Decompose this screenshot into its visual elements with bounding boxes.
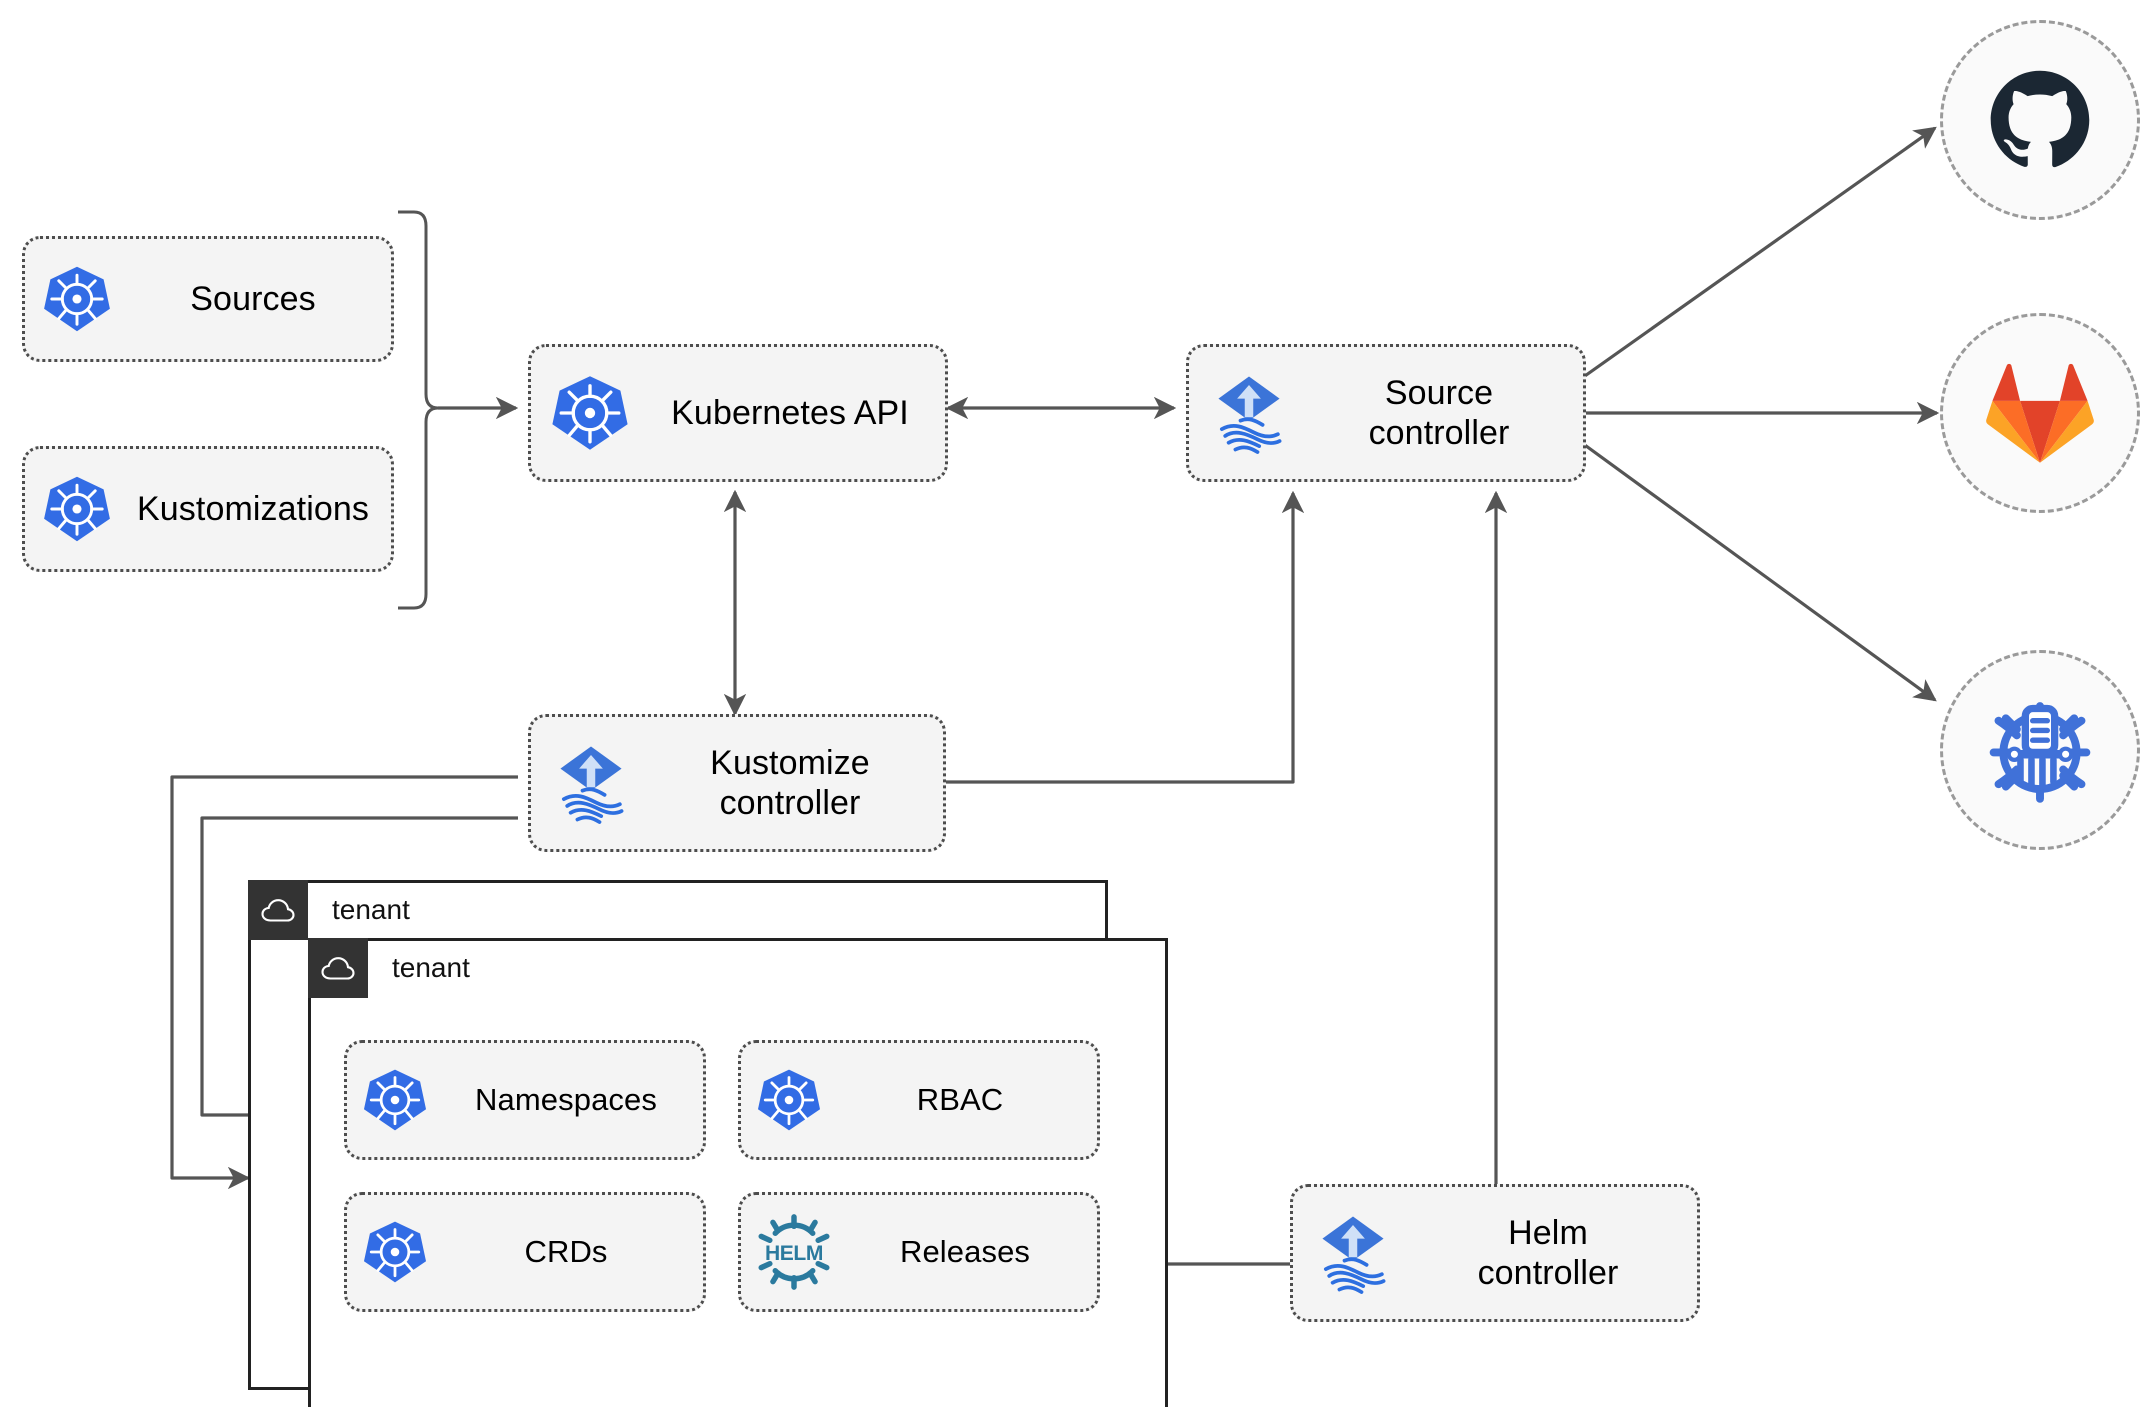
- repo-circle-gitlab[interactable]: [1940, 313, 2140, 513]
- flux-icon: [1189, 368, 1309, 458]
- node-label-line2: controller: [1477, 1254, 1619, 1292]
- kubernetes-icon: [531, 373, 649, 453]
- tenant-header: tenant: [248, 880, 410, 940]
- node-kustomizations[interactable]: Kustomizations: [22, 446, 394, 572]
- node-label-line2: controller: [719, 784, 861, 822]
- group-brace: [398, 210, 440, 610]
- github-icon: [1990, 70, 2090, 168]
- repo-circle-helm-repository[interactable]: [1940, 650, 2140, 850]
- cloud-icon: [308, 938, 368, 998]
- edge-source-to-helm-repo: [1581, 441, 1937, 702]
- node-label: CRDs: [524, 1233, 608, 1269]
- tenant-header: tenant: [308, 938, 470, 998]
- node-namespaces[interactable]: Namespaces: [344, 1040, 706, 1160]
- helm-repository-icon: [1989, 702, 2091, 803]
- node-rbac[interactable]: RBAC: [738, 1040, 1100, 1160]
- node-label: Sources: [190, 279, 316, 318]
- helm-icon: HELM: [741, 1213, 847, 1291]
- kubernetes-icon: [741, 1067, 837, 1133]
- node-label: Kubernetes API: [671, 393, 909, 432]
- node-label: Kustomizations: [137, 489, 369, 528]
- tenant-label: tenant: [392, 952, 470, 983]
- node-label-line1: Helm: [1508, 1213, 1588, 1252]
- flux-icon: [531, 738, 651, 828]
- node-kustomize-controller[interactable]: Kustomize controller: [528, 714, 946, 852]
- flux-icon: [1293, 1208, 1413, 1298]
- node-label: RBAC: [916, 1081, 1004, 1117]
- node-label: Namespaces: [475, 1081, 657, 1117]
- node-releases[interactable]: HELM Releases: [738, 1192, 1100, 1312]
- svg-text:HELM: HELM: [765, 1242, 823, 1265]
- node-label: Releases: [899, 1233, 1031, 1269]
- node-helm-controller[interactable]: Helm controller: [1290, 1184, 1700, 1322]
- node-label: Kustomize controller: [651, 743, 943, 823]
- tenant-label: tenant: [332, 894, 410, 925]
- kubernetes-icon: [25, 264, 129, 334]
- tenant-container-inner: tenant: [308, 938, 1168, 1407]
- repo-circle-github[interactable]: [1940, 20, 2140, 220]
- node-crds[interactable]: CRDs: [344, 1192, 706, 1312]
- gitlab-icon: [1986, 363, 2094, 463]
- kubernetes-icon: [25, 474, 129, 544]
- edge-source-to-github: [1581, 126, 1937, 380]
- node-label: Helm controller: [1413, 1213, 1697, 1293]
- node-kubernetes-api[interactable]: Kubernetes API: [528, 344, 948, 482]
- cloud-icon: [248, 880, 308, 940]
- node-label-line2: controller: [1368, 414, 1510, 452]
- node-sources[interactable]: Sources: [22, 236, 394, 362]
- edge-kustomize-to-source: [946, 490, 1305, 784]
- node-source-controller[interactable]: Source controller: [1186, 344, 1586, 482]
- kubernetes-icon: [347, 1219, 443, 1285]
- kubernetes-icon: [347, 1067, 443, 1133]
- node-label-line1: Kustomize: [710, 743, 870, 782]
- node-label-line1: Source: [1384, 373, 1494, 412]
- node-label: Source controller: [1309, 373, 1583, 453]
